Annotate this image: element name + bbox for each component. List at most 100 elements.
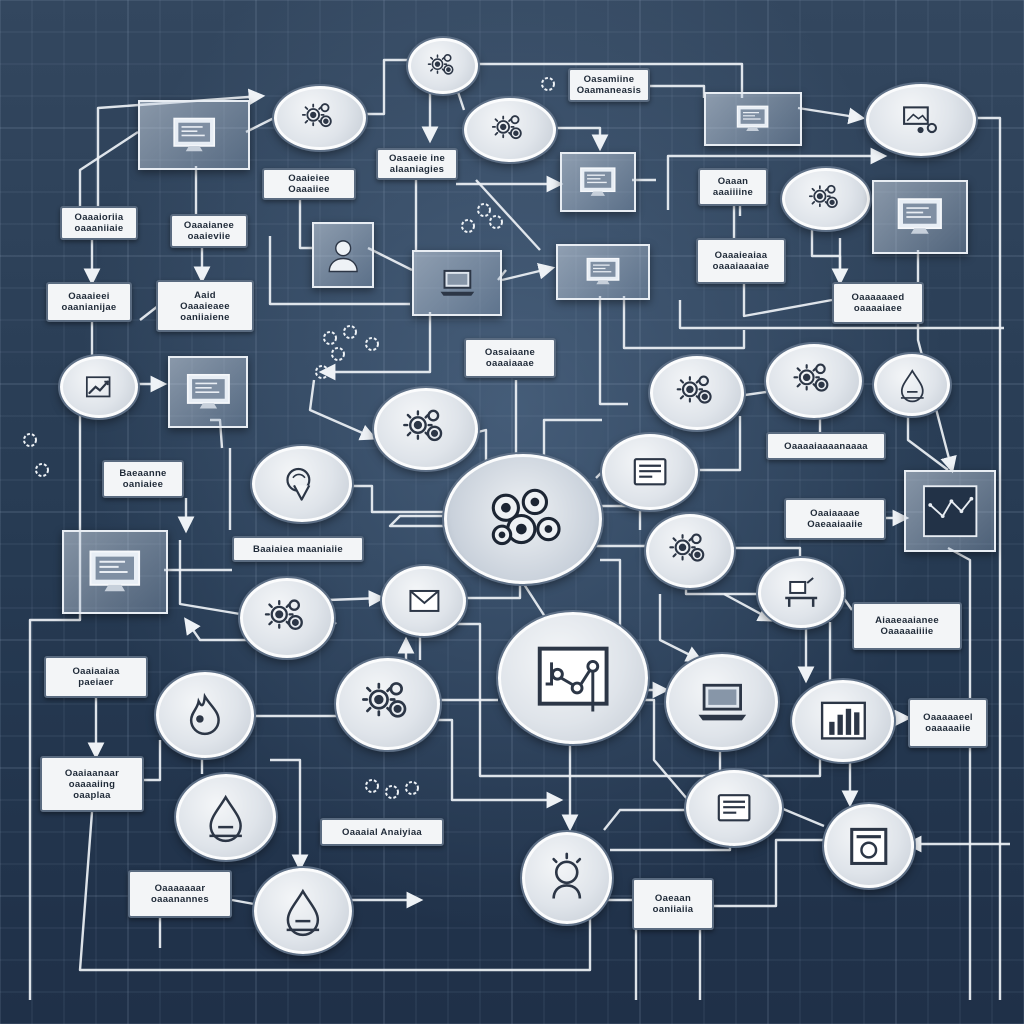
gears-icon <box>649 517 731 585</box>
node-bar-chart[interactable] <box>792 680 894 762</box>
connector <box>968 116 1002 1000</box>
connector <box>245 116 275 134</box>
node-picture-frame[interactable] <box>824 804 914 888</box>
label-box: Oaaaioriia oaaaniiaie <box>60 206 138 240</box>
decorative-gear-mark <box>541 77 555 91</box>
node-laptop-center[interactable] <box>412 250 502 316</box>
node-central-hub[interactable] <box>444 454 602 584</box>
decorative-gear-mark <box>331 347 345 361</box>
label-box: Aaid Oaaaieaee oaniiaiene <box>156 280 254 332</box>
connector <box>78 811 592 972</box>
monitor-icon <box>140 102 248 168</box>
connector <box>298 200 312 250</box>
node-laptop-lower[interactable] <box>666 654 778 750</box>
desk-icon <box>761 561 841 625</box>
node-monitor-left[interactable] <box>168 356 248 428</box>
gears-icon <box>339 661 437 747</box>
label-box: Oasamiine Oaamaneasis <box>568 68 650 102</box>
label-box: Oaaiaanaar oaaaaiing oaaplaa <box>40 756 144 812</box>
connector <box>388 514 446 528</box>
connector <box>184 617 252 642</box>
drop-icon <box>877 357 947 413</box>
node-gears-upper-center[interactable] <box>464 98 556 162</box>
connector <box>916 250 957 474</box>
node-gears-center-left[interactable] <box>374 388 478 470</box>
node-lightbulb-person[interactable] <box>522 832 612 924</box>
node-location-pin[interactable] <box>252 446 352 522</box>
network-chart-icon <box>906 472 994 550</box>
node-monitor-top-left[interactable] <box>138 100 250 170</box>
node-flame-drop[interactable] <box>156 672 254 758</box>
node-drop-right[interactable] <box>874 354 950 416</box>
node-gears-left-mid[interactable] <box>240 578 334 658</box>
node-monitor-center-right[interactable] <box>556 244 650 300</box>
connector <box>550 126 609 152</box>
node-droplet-lower-left[interactable] <box>176 774 276 860</box>
node-drop-bottom[interactable] <box>254 868 352 954</box>
node-monitor-right-upper[interactable] <box>872 180 968 254</box>
node-gears-right-upper[interactable] <box>782 168 870 230</box>
label-box: Oaaaieei oaanianijae <box>46 282 132 322</box>
connector <box>542 418 602 456</box>
node-gears-lower-center[interactable] <box>336 658 440 750</box>
connector <box>650 84 706 98</box>
node-gears-right-mid[interactable] <box>646 514 734 588</box>
label-box: Oaaiaaaae Oaeaaiaaiie <box>784 498 886 540</box>
connector <box>622 296 746 350</box>
label-box: Oaeaan oaniiaiia <box>632 878 714 930</box>
connector <box>723 592 775 622</box>
decorative-gear-mark <box>461 219 475 233</box>
connector <box>346 484 444 514</box>
label-box: Oaaaianee oaaieviie <box>170 214 248 248</box>
process-flow-chart-icon <box>501 615 645 741</box>
node-gears-right-a[interactable] <box>650 356 744 430</box>
node-desk-right[interactable] <box>758 558 844 628</box>
node-gears-right-b[interactable] <box>766 344 862 418</box>
node-monitor-upper-center[interactable] <box>560 152 636 212</box>
connector <box>642 698 689 801</box>
trend-chart-icon <box>63 359 135 415</box>
label-box: Oaaaaaaar oaaanannes <box>128 870 232 918</box>
monitor-icon <box>170 358 246 426</box>
gears-icon <box>785 171 867 227</box>
node-user-panel[interactable] <box>312 222 374 288</box>
node-panel-left-mid[interactable] <box>62 530 168 614</box>
connector <box>270 758 302 852</box>
gears-icon <box>653 359 741 427</box>
label-box: Oaaan aaaiiiine <box>698 168 768 206</box>
connector <box>472 62 744 98</box>
node-process-flow[interactable] <box>498 612 648 744</box>
connector <box>742 284 833 318</box>
label-box: Oaaaaaaed oaaaaiaee <box>832 282 924 324</box>
decorative-gear-mark <box>405 781 419 795</box>
connector <box>327 590 386 607</box>
connector <box>596 504 642 530</box>
label-box: Oaaaaaeel oaaaaaiie <box>908 698 988 748</box>
connector <box>603 808 686 831</box>
connector <box>308 379 378 441</box>
decorative-gear-mark <box>365 337 379 351</box>
node-network-chart[interactable] <box>904 470 996 552</box>
connector <box>797 106 866 125</box>
label-box: Oaaiaaiaa paeiaer <box>44 656 148 698</box>
connector <box>600 558 622 640</box>
node-envelope[interactable] <box>382 566 466 636</box>
connector <box>367 246 413 272</box>
node-document-right-center[interactable] <box>602 434 698 510</box>
droplet-icon <box>179 777 273 857</box>
label-box: Oaaaieaiaa oaaaiaaaiae <box>696 238 786 284</box>
central-gears-hub-icon <box>447 457 599 581</box>
connector <box>666 147 888 210</box>
node-monitor-top-right[interactable] <box>704 92 802 146</box>
monitor-icon <box>562 154 634 210</box>
node-image-top-right[interactable] <box>866 84 976 156</box>
connector <box>78 130 139 206</box>
connector <box>692 416 742 472</box>
connector <box>360 58 408 116</box>
node-trend-chart[interactable] <box>60 356 138 418</box>
node-gears-top[interactable] <box>408 38 478 94</box>
envelope-icon <box>385 569 463 633</box>
node-document-lower-right[interactable] <box>686 770 782 846</box>
node-gears-upper-left[interactable] <box>274 86 366 150</box>
document-icon <box>605 437 695 507</box>
